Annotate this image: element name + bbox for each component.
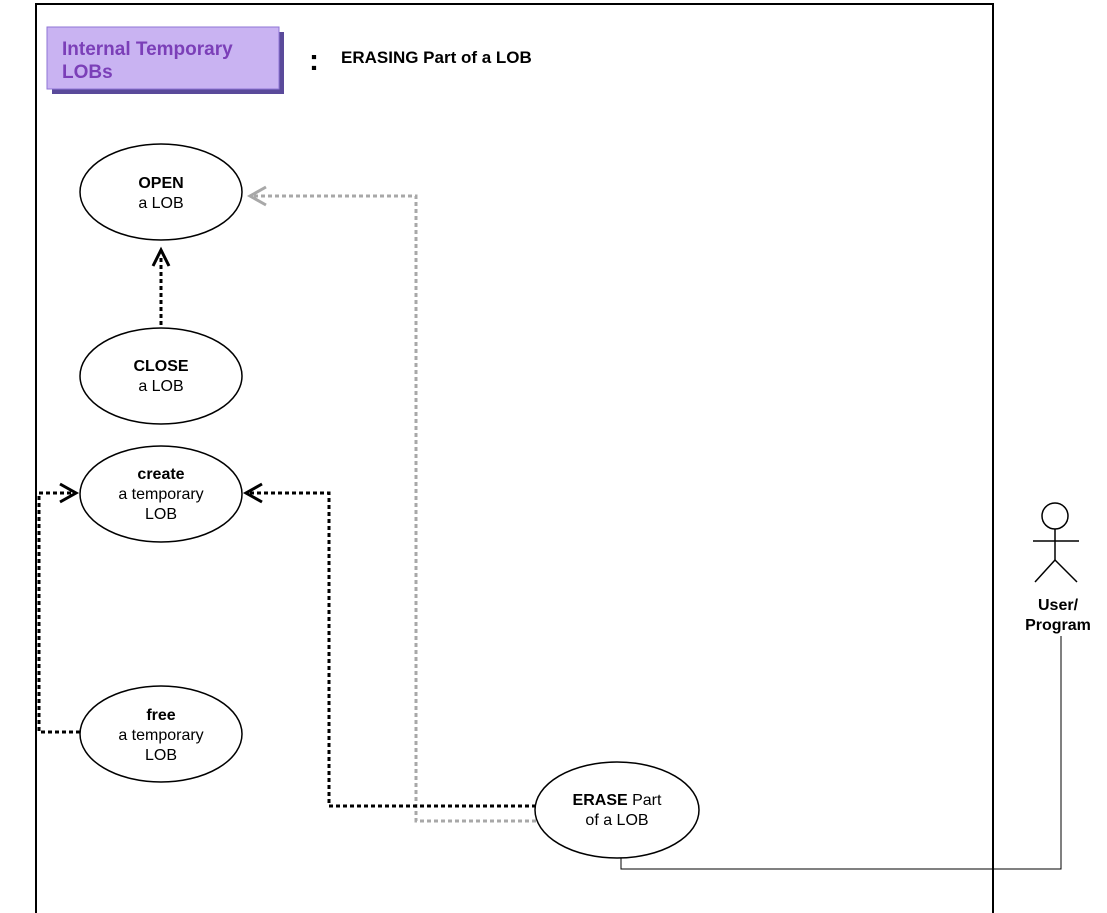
use-case-free[interactable]: free a temporary LOB [79, 685, 243, 783]
stick-figure-icon [1033, 502, 1079, 583]
use-case-erase[interactable]: ERASE Part of a LOB [534, 761, 700, 859]
title-badge: Internal Temporary LOBs [46, 26, 284, 94]
use-case-open[interactable]: OPEN a LOB [79, 143, 243, 241]
dependency-erase-to-open [246, 185, 536, 823]
use-case-free-title: free [146, 707, 175, 724]
use-case-create-line2: a temporary [118, 486, 203, 503]
use-case-create[interactable]: create a temporary LOB [79, 445, 243, 543]
use-case-open-subtitle: a LOB [138, 195, 183, 212]
actor-label-line-2: Program [1025, 617, 1091, 634]
use-case-erase-bold: ERASE [573, 792, 628, 809]
use-case-free-line3: LOB [145, 747, 177, 764]
use-case-close[interactable]: CLOSE a LOB [79, 327, 243, 425]
dependency-close-to-open [151, 246, 171, 332]
system-boundary [35, 3, 994, 913]
use-case-close-subtitle: a LOB [138, 378, 183, 395]
badge-line-2: LOBs [62, 62, 113, 83]
use-case-create-line3: LOB [145, 506, 177, 523]
use-case-erase-title: ERASE Part [573, 792, 662, 809]
actor-association-line [620, 636, 1062, 870]
use-case-create-title: create [137, 466, 184, 483]
badge-line-1: Internal Temporary [62, 39, 233, 60]
use-case-free-line2: a temporary [118, 727, 203, 744]
title-separator: : [309, 44, 319, 77]
actor-label-line-1: User/ [1038, 597, 1079, 614]
diagram-title: ERASING Part of a LOB [341, 48, 532, 67]
dependency-free-to-create [37, 482, 80, 734]
use-case-open-title: OPEN [138, 175, 183, 192]
use-case-close-title: CLOSE [133, 358, 188, 375]
use-case-erase-suffix: Part [628, 792, 662, 809]
use-case-erase-subtitle: of a LOB [585, 812, 648, 829]
actor-user-program[interactable]: User/ Program [1025, 502, 1091, 634]
dependency-erase-to-create [242, 482, 536, 808]
